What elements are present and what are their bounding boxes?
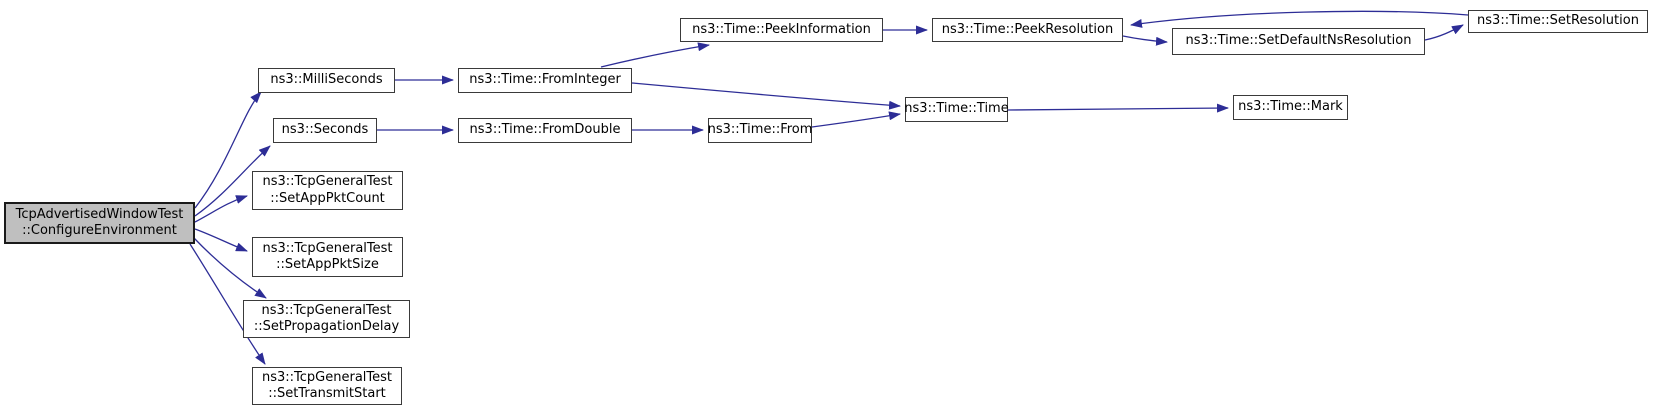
edge-peek-resolution-to-set-default-ns-resolution (1122, 35, 1168, 46)
node-label: ns3::TcpGeneralTest ::SetTransmitStart (261, 369, 392, 402)
edge-time-time-to-time-mark (1007, 103, 1229, 113)
node-label: ns3::Time::From (707, 122, 813, 138)
node-label: ns3::Time::Time (904, 101, 1009, 117)
node-set-app-pkt-size[interactable]: ns3::TcpGeneralTest ::SetAppPktSize (252, 237, 403, 277)
node-label: ns3::Time::PeekResolution (941, 21, 1114, 37)
node-time-from[interactable]: ns3::Time::From (708, 118, 812, 143)
node-label: ns3::Time::SetDefaultNsResolution (1185, 33, 1412, 49)
node-label: ns3::Time::SetResolution (1477, 13, 1639, 29)
node-label: TcpAdvertisedWindowTest ::ConfigureEnvir… (15, 206, 184, 239)
node-peek-resolution[interactable]: ns3::Time::PeekResolution (932, 18, 1123, 42)
edge-configure-environment-to-set-app-pkt-count (194, 195, 248, 223)
node-label: ns3::TcpGeneralTest ::SetAppPktSize (262, 240, 393, 273)
node-label: ns3::TcpGeneralTest ::SetAppPktCount (262, 174, 393, 206)
node-label: ns3::Time::FromInteger (469, 72, 621, 88)
node-label: ns3::Time::PeekInformation (692, 21, 871, 37)
node-time-time[interactable]: ns3::Time::Time (904, 97, 1009, 122)
edge-from-integer-to-peek-information (600, 42, 710, 68)
node-set-transmit-start[interactable]: ns3::TcpGeneralTest ::SetTransmitStart (252, 367, 402, 405)
node-milliseconds[interactable]: ns3::MilliSeconds (258, 68, 395, 93)
node-from-integer[interactable]: ns3::Time::FromInteger (458, 68, 632, 93)
node-peek-information[interactable]: ns3::Time::PeekInformation (680, 18, 883, 42)
edge-from-integer-to-time-time (631, 82, 901, 110)
node-from-double[interactable]: ns3::Time::FromDouble (458, 118, 632, 143)
node-label: ns3::TcpGeneralTest ::SetPropagationDela… (253, 302, 400, 335)
edge-set-resolution-to-peek-resolution (1130, 10, 1469, 28)
edge-set-default-ns-resolution-to-set-resolution (1424, 24, 1464, 41)
node-time-mark[interactable]: ns3::Time::Mark (1233, 95, 1348, 120)
node-label: ns3::MilliSeconds (270, 72, 383, 88)
node-set-resolution[interactable]: ns3::Time::SetResolution (1468, 10, 1648, 33)
edge-configure-environment-to-set-app-pkt-size (194, 228, 248, 252)
node-set-default-ns-resolution[interactable]: ns3::Time::SetDefaultNsResolution (1172, 28, 1425, 55)
edge-configure-environment-to-set-propagation-delay (193, 237, 267, 299)
node-label: ns3::Seconds (281, 122, 369, 138)
edge-time-from-to-time-time (811, 111, 901, 128)
edge-configure-environment-to-seconds (194, 145, 271, 217)
edge-configure-environment-to-milliseconds (194, 91, 262, 209)
node-label: ns3::Time::FromDouble (469, 122, 621, 138)
edge-configure-environment-to-set-transmit-start (189, 243, 266, 365)
node-set-app-pkt-count[interactable]: ns3::TcpGeneralTest ::SetAppPktCount (252, 171, 403, 210)
node-set-propagation-delay[interactable]: ns3::TcpGeneralTest ::SetPropagationDela… (243, 300, 410, 338)
node-seconds[interactable]: ns3::Seconds (273, 118, 377, 143)
node-label: ns3::Time::Mark (1238, 99, 1343, 115)
node-configure-environment: TcpAdvertisedWindowTest ::ConfigureEnvir… (4, 202, 195, 244)
